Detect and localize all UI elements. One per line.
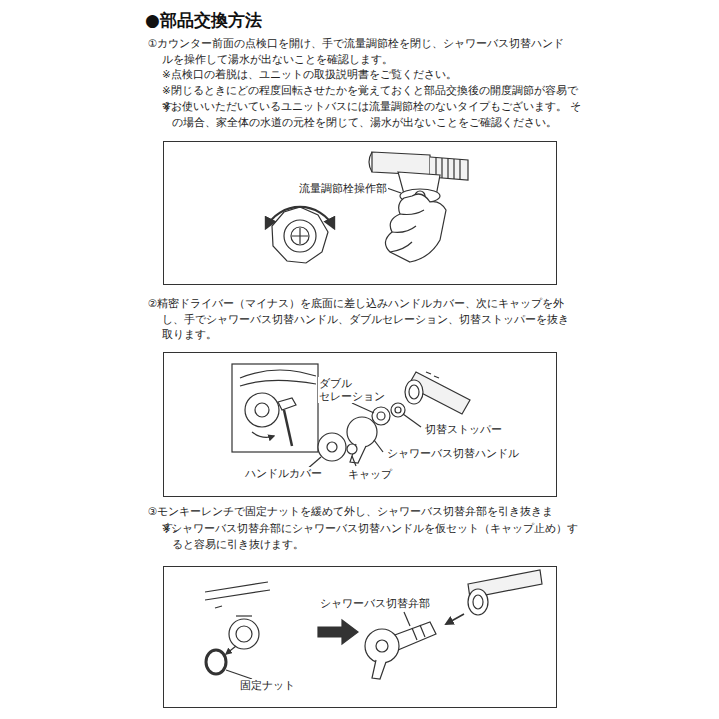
part-label: 切替ストッパー — [424, 423, 503, 436]
part-label: シャワーバス切替弁部 — [319, 597, 431, 610]
step-text: ②精密ドライバー（マイナス）を底面に差し込みハンドルカバー、次にキャップを外し、… — [148, 296, 573, 343]
note-text: ※お使いいただいているユニットバスには流量調節栓のないタイプもございます。 その… — [162, 99, 592, 130]
figure-1 — [266, 152, 468, 263]
step-text: ①カウンター前面の点検口を開け、手で流量調節栓を閉じ、シャワーバス切替ハンドルを… — [148, 36, 573, 67]
part-label: ハンドルカバー — [244, 467, 323, 480]
part-label: 流量調節栓操作部 — [298, 182, 388, 195]
note-text: ※シャワーバス切替弁部にシャワーバス切替ハンドルを仮セット（キャップ止め）すると… — [162, 521, 582, 552]
part-label: キャップ — [347, 468, 393, 481]
figure-frame: 流量調節栓操作部 — [163, 141, 557, 285]
part-label: 固定ナット — [239, 679, 296, 692]
part-label: シャワーバス切替ハンドル — [386, 447, 520, 460]
figure-frame: シャワーバス切替弁部固定ナット — [163, 566, 557, 708]
note-text: ※点検口の着脱は、ユニットの取扱説明書をご覧ください。 — [162, 67, 592, 83]
part-label: ダブル セレーション — [318, 377, 392, 403]
figure-frame: ダブル セレーション切替ストッパーシャワーバス切替ハンドルハンドルカバー キャップ — [163, 352, 557, 497]
page-title: ●部品交換方法 — [145, 10, 262, 30]
figure-3 — [205, 570, 542, 679]
